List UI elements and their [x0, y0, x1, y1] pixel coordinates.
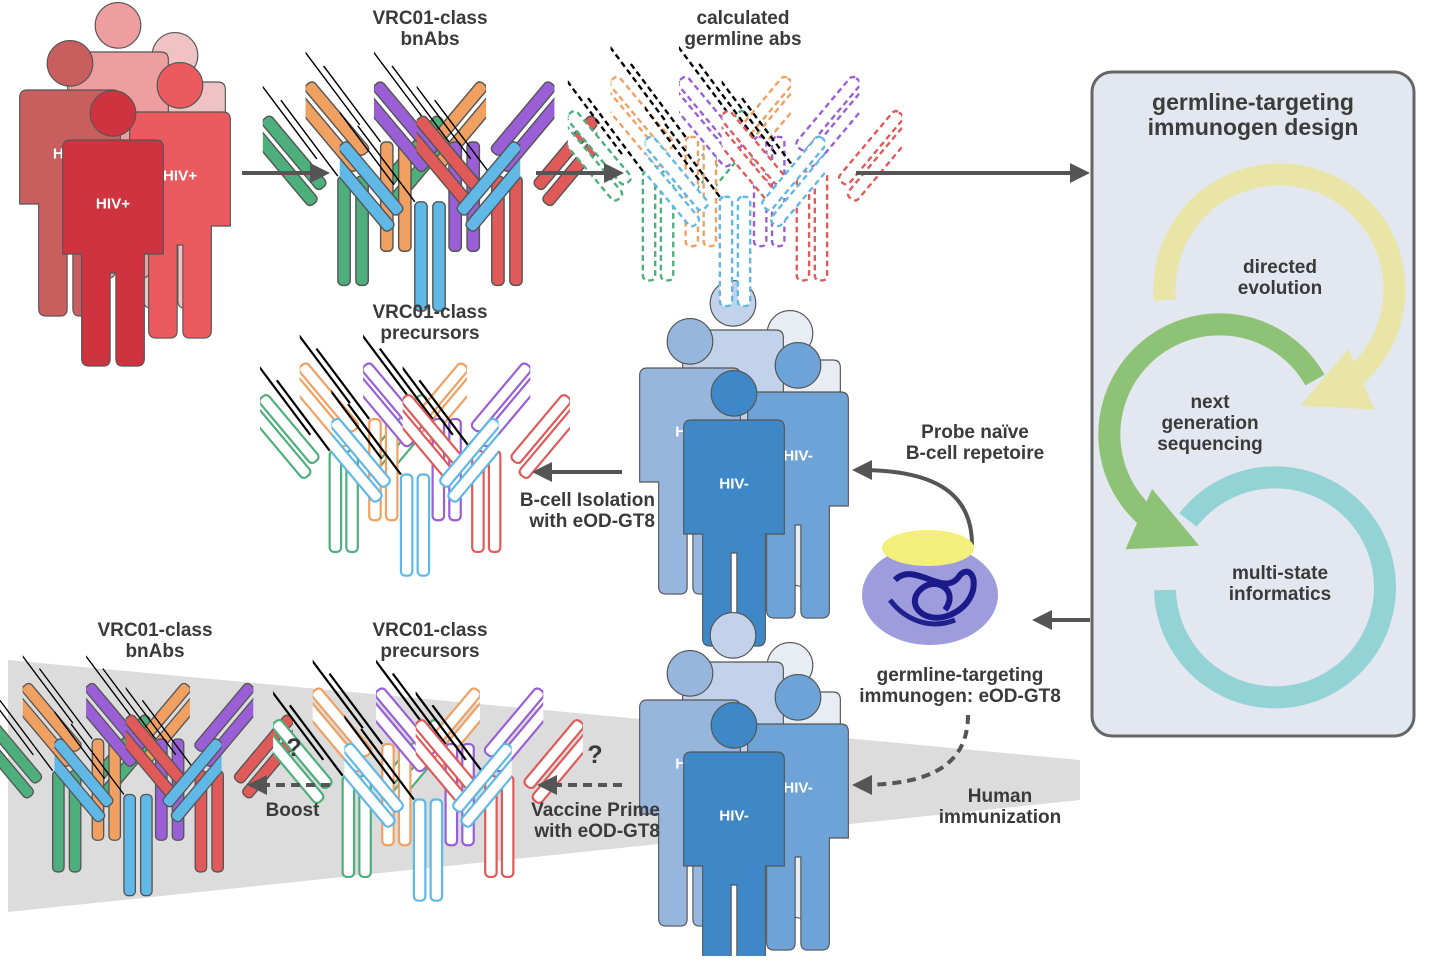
label-line: Boost	[265, 800, 320, 821]
label-line: Probe naïve	[921, 422, 1029, 443]
arrow-probe	[852, 460, 974, 546]
person-front: HIV+	[62, 90, 164, 367]
label-line: VRC01-class	[97, 620, 213, 641]
label-immunogen: germline-targeting immunogen: eOD-GT8	[840, 665, 1080, 707]
label-line: with eOD-GT8	[529, 511, 655, 532]
label-line: germline-targeting	[876, 665, 1044, 686]
label-line: precursors	[380, 641, 480, 662]
label-line: immunization	[938, 807, 1062, 828]
label-line: immunogen: eOD-GT8	[859, 686, 1061, 707]
label-isolation: B-cell Isolation with eOD-GT8	[460, 490, 655, 532]
label-germline: calculated germline abs	[648, 8, 838, 50]
arrow-human-immunization	[852, 714, 970, 795]
person-front: HIV-	[683, 370, 785, 647]
hiv-status-label: HIV+	[163, 167, 197, 184]
question-mark-boost: ?	[286, 734, 302, 762]
label-line: VRC01-class	[372, 8, 488, 29]
person-front: HIV-	[683, 702, 785, 961]
label-precursors-bottom: VRC01-class precursors	[335, 620, 525, 662]
hiv-status-label: HIV-	[783, 779, 813, 796]
label-line: germline abs	[684, 29, 802, 50]
label-line: precursors	[380, 323, 480, 344]
label-line: sequencing	[1157, 434, 1263, 455]
people-group-hiv-positive: HIV+HIV+HIV+	[19, 2, 231, 367]
people-group-hiv-negative-middle: HIV-HIV-HIV-	[639, 280, 849, 647]
label-line: calculated	[696, 8, 790, 29]
label-multistate: multi-state informatics	[1195, 563, 1365, 605]
label-line: directed	[1243, 257, 1317, 278]
eod-gt8-protein	[862, 530, 998, 645]
label-boost: Boost	[250, 800, 335, 821]
question-mark-prime: ?	[587, 741, 603, 769]
cycle-directed-evolution	[1153, 163, 1406, 410]
hiv-status-label: HIV-	[719, 475, 749, 492]
label-line: multi-state	[1231, 563, 1329, 584]
people-group-hiv-negative-bottom: HIV-HIV-HIV-	[639, 612, 849, 961]
label-line: next	[1190, 392, 1230, 413]
cycle-next-generation-sequencing	[1098, 313, 1325, 550]
label-probe: Probe naïve B-cell repetoire	[870, 422, 1080, 464]
label-line: B-cell repetoire	[905, 443, 1045, 464]
label-line: germline-targeting	[1152, 89, 1354, 115]
label-ngs: next generation sequencing	[1130, 392, 1290, 455]
label-line: evolution	[1237, 278, 1323, 299]
hiv-status-label: HIV-	[783, 447, 813, 464]
label-line: bnAbs	[400, 29, 460, 50]
label-bnabs-bottom: VRC01-class bnAbs	[60, 620, 250, 662]
label-vaccine-prime: Vaccine Prime with eOD-GT8	[470, 800, 660, 842]
label-precursors-mid: VRC01-class precursors	[335, 302, 525, 344]
label-line: bnAbs	[125, 641, 185, 662]
cycle-multi-state-informatics	[1154, 466, 1396, 709]
label-line: generation	[1161, 413, 1259, 434]
label-line: Human	[967, 786, 1033, 807]
label-line: Vaccine Prime	[531, 800, 660, 821]
antibody-cluster-precursors-mid	[260, 331, 570, 577]
label-line: with eOD-GT8	[534, 821, 660, 842]
label-line: B-cell Isolation	[519, 490, 655, 511]
antibody-cluster-bnabs-top	[262, 48, 598, 312]
label-line: informatics	[1228, 584, 1332, 605]
label-line: VRC01-class	[372, 620, 488, 641]
hiv-status-label: HIV-	[719, 807, 749, 824]
label-line: immunogen design	[1147, 114, 1359, 140]
label-directed-evolution: directed evolution	[1200, 257, 1360, 299]
label-line: VRC01-class	[372, 302, 488, 323]
hiv-status-label: HIV+	[96, 195, 130, 212]
label-human-immunization: Human immunization	[920, 786, 1080, 828]
label-bnabs-top: VRC01-class bnAbs	[330, 8, 530, 50]
panel-title: germline-targeting immunogen design	[1100, 90, 1406, 140]
